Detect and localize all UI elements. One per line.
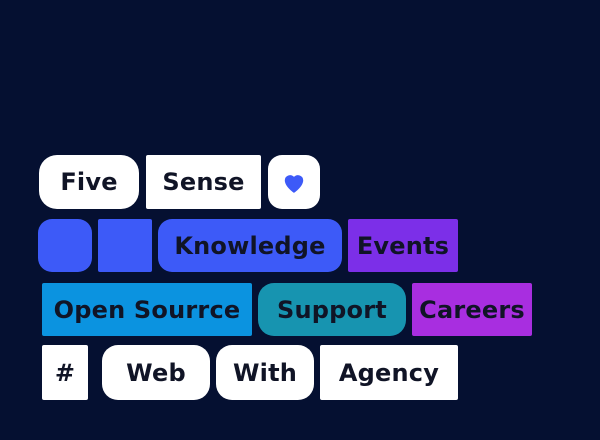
- tag-agency[interactable]: Agency: [320, 345, 458, 400]
- tag-heart-tile[interactable]: [268, 155, 320, 209]
- blue-square-tile-rounded[interactable]: [38, 219, 92, 272]
- tag-web[interactable]: Web: [102, 345, 210, 400]
- heart-icon: [284, 175, 304, 193]
- tag-sense[interactable]: Sense: [146, 155, 261, 209]
- blue-square-tile-sharp[interactable]: [98, 219, 152, 272]
- tag-knowledge[interactable]: Knowledge: [158, 219, 342, 272]
- tag-row-1: Five Sense: [39, 155, 320, 209]
- tag-with[interactable]: With: [216, 345, 314, 400]
- tag-open-source[interactable]: Open Sourrce: [42, 283, 252, 336]
- tag-careers[interactable]: Careers: [412, 283, 532, 336]
- tag-row-4: # Web With Agency: [42, 345, 458, 400]
- tag-events[interactable]: Events: [348, 219, 458, 272]
- tag-hash[interactable]: #: [42, 345, 88, 400]
- tag-five[interactable]: Five: [39, 155, 139, 209]
- tag-row-3: Open Sourrce Support Careers: [42, 283, 532, 336]
- tag-row-2: Knowledge Events: [38, 219, 458, 272]
- tag-support[interactable]: Support: [258, 283, 406, 336]
